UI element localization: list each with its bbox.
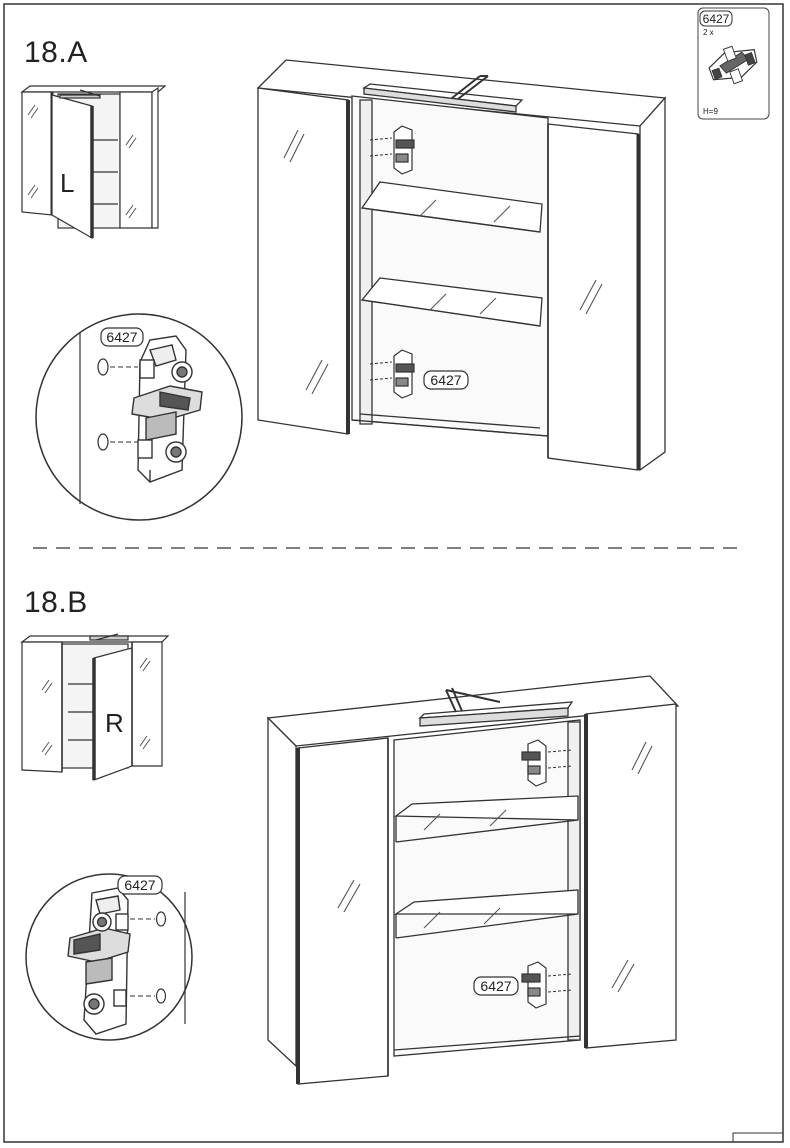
hinge-plate-icon [708, 45, 758, 85]
door-side-label-left: L [60, 168, 74, 198]
detail-callout-number: 6427 [106, 329, 137, 345]
hinge-plate-icon [393, 349, 415, 399]
step-18a-title: 18.A [24, 36, 88, 69]
cabinet-thumbnail-left [20, 85, 167, 240]
parts-box-number: 6427 [703, 12, 730, 26]
part-callout-number: 6427 [430, 372, 461, 388]
mirror-glare-icon [337, 741, 653, 993]
part-callout-badge [473, 976, 519, 996]
detail-circle-a: 6427 [35, 313, 243, 521]
door-side-label-right: R [105, 708, 124, 738]
step-18b-title: 18.B [24, 586, 88, 619]
detail-callout-number: 6427 [124, 877, 155, 893]
part-callout-badge [117, 875, 163, 895]
mirror-glare-icon [283, 129, 603, 395]
led-lamp-icon [418, 687, 574, 727]
detail-circle-b: 6427 [25, 873, 193, 1041]
part-callout-number: 6427 [480, 978, 511, 994]
hinge-plate-icon [521, 739, 547, 787]
part-callout-badge [423, 370, 469, 390]
cabinet-main-left [256, 59, 667, 472]
hinge-plate-icon [67, 887, 131, 1035]
dowel-hole-icon [155, 988, 167, 1004]
hinge-plate-icon [131, 335, 203, 483]
parts-box-note: H=9 [703, 107, 718, 116]
parts-box: 6427 2 x H=9 [697, 7, 770, 120]
parts-box-quantity: 2 x [703, 28, 714, 37]
page-corner-tab [732, 1132, 784, 1143]
dowel-hole-icon [155, 911, 167, 927]
hinge-plate-icon [521, 961, 547, 1009]
cabinet-main-right [266, 675, 680, 1085]
cabinet-thumbnail-right [20, 633, 170, 781]
dowel-hole-icon [97, 433, 109, 451]
part-callout-badge [100, 327, 144, 347]
dowel-hole-icon [97, 358, 109, 376]
led-lamp-icon [362, 75, 524, 113]
hinge-plate-icon [393, 125, 415, 175]
